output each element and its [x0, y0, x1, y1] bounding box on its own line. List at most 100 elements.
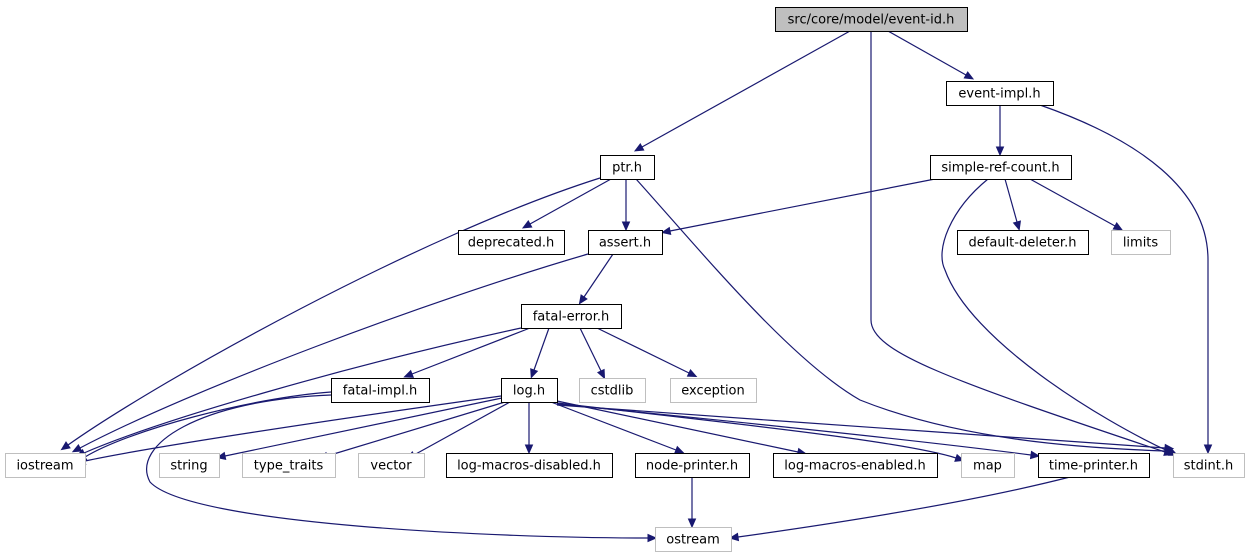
node-log[interactable]: log.h — [501, 378, 558, 403]
node-box — [579, 378, 646, 403]
edge-fatal-error-to-iostream — [75, 327, 522, 457]
node-box — [655, 527, 732, 552]
edge-line — [224, 397, 503, 457]
node-event-impl[interactable]: event-impl.h — [946, 81, 1054, 106]
arrowhead-icon — [530, 368, 539, 379]
node-deprecated[interactable]: deprecated.h — [458, 230, 565, 255]
arrowhead-icon — [1029, 450, 1041, 460]
node-box — [670, 378, 757, 403]
arrowhead-icon — [71, 443, 83, 453]
nodes-layer: src/core/model/event-id.h ptr.h event-impl… — [5, 7, 1245, 552]
node-fatal-error[interactable]: fatal-error.h — [521, 304, 622, 329]
node-box — [1038, 453, 1150, 478]
node-label: deprecated.h — [468, 236, 554, 251]
node-cstdlib: cstdlib — [579, 378, 646, 403]
node-box — [588, 230, 663, 255]
node-simple-ref[interactable]: simple-ref-count.h — [930, 155, 1072, 180]
edge-line — [550, 401, 677, 451]
node-box — [501, 378, 558, 403]
node-box — [242, 453, 336, 478]
edge-line — [556, 404, 1166, 449]
node-box — [1173, 453, 1245, 478]
node-label: type_traits — [254, 459, 324, 474]
edge-line — [67, 177, 601, 446]
arrowhead-icon — [673, 445, 685, 454]
node-node-printer[interactable]: node-printer.h — [635, 453, 750, 478]
arrowhead-icon — [963, 71, 975, 80]
node-box — [446, 453, 613, 478]
node-box — [331, 378, 430, 403]
node-label: exception — [681, 384, 745, 399]
edge-line — [870, 31, 1166, 453]
node-label: event-impl.h — [958, 87, 1040, 102]
node-box — [930, 155, 1072, 180]
node-label: log-macros-enabled.h — [784, 459, 925, 474]
arrowhead-icon — [1203, 444, 1213, 455]
arrowhead-icon — [687, 518, 697, 529]
edge-log-to-string — [215, 397, 503, 461]
node-box — [5, 453, 86, 478]
node-label: stdint.h — [1184, 459, 1233, 474]
edge-line — [413, 401, 511, 456]
node-ptr[interactable]: ptr.h — [600, 155, 655, 180]
node-ostream: ostream — [655, 527, 732, 552]
edge-simple-ref-to-stdint — [941, 178, 1179, 456]
edge-line — [596, 327, 690, 374]
node-box — [957, 230, 1089, 255]
arrowhead-icon — [521, 219, 533, 229]
edge-line — [737, 476, 1071, 538]
node-box — [635, 453, 750, 478]
node-box — [773, 453, 938, 478]
edge-line — [669, 178, 936, 232]
node-fatal-impl[interactable]: fatal-impl.h — [331, 378, 430, 403]
node-time-printer[interactable]: time-printer.h — [1038, 453, 1150, 478]
arrowhead-icon — [621, 221, 631, 232]
arrowhead-icon — [633, 142, 645, 152]
node-label: log.h — [513, 384, 545, 399]
edge-line — [941, 178, 1171, 453]
node-log-macros-disabled[interactable]: log-macros-disabled.h — [446, 453, 613, 478]
edge-line — [326, 401, 506, 457]
node-type-traits: type_traits — [242, 453, 336, 478]
edge-line — [146, 394, 649, 539]
node-box — [358, 453, 425, 478]
edge-log-to-stdint — [556, 404, 1175, 453]
edge-line — [529, 178, 612, 225]
edge-line — [887, 30, 967, 76]
edge-fatal-error-to-exception — [596, 327, 698, 378]
edge-line — [1004, 178, 1018, 223]
node-assert[interactable]: assert.h — [588, 230, 663, 255]
node-label: iostream — [16, 459, 73, 474]
edge-line — [84, 391, 332, 458]
edge-time-printer-to-ostream — [728, 476, 1071, 542]
edge-line — [556, 403, 1032, 456]
edge-simple-ref-to-limits — [1029, 178, 1124, 231]
arrowhead-icon — [660, 226, 672, 236]
node-string: string — [159, 453, 220, 478]
edge-line — [1039, 104, 1209, 445]
node-label: time-printer.h — [1049, 459, 1138, 474]
edge-line — [411, 327, 531, 375]
edge-fatal-error-to-fatal-impl — [403, 327, 531, 378]
edge-line — [556, 400, 799, 453]
edge-log-to-map — [556, 402, 965, 462]
node-label: cstdlib — [591, 384, 634, 399]
node-box — [775, 7, 968, 32]
edge-ptr-to-stdint — [635, 178, 1175, 456]
node-log-macros-enabled[interactable]: log-macros-enabled.h — [773, 453, 938, 478]
arrowhead-icon — [686, 368, 698, 378]
node-default-deleter[interactable]: default-deleter.h — [957, 230, 1089, 255]
edge-line — [79, 253, 589, 449]
edge-event-impl-to-simple-ref — [995, 105, 1005, 157]
arrowhead-icon — [1012, 220, 1021, 231]
node-limits: limits — [1111, 230, 1171, 255]
arrowhead-icon — [1164, 443, 1175, 453]
arrowhead-icon — [1112, 221, 1124, 231]
node-label: fatal-impl.h — [343, 384, 417, 399]
edge-log-to-vector — [405, 401, 511, 460]
edge-line — [641, 30, 851, 148]
edge-line — [635, 178, 1166, 452]
node-label: ostream — [666, 533, 720, 548]
node-event-id[interactable]: src/core/model/event-id.h — [775, 7, 968, 32]
